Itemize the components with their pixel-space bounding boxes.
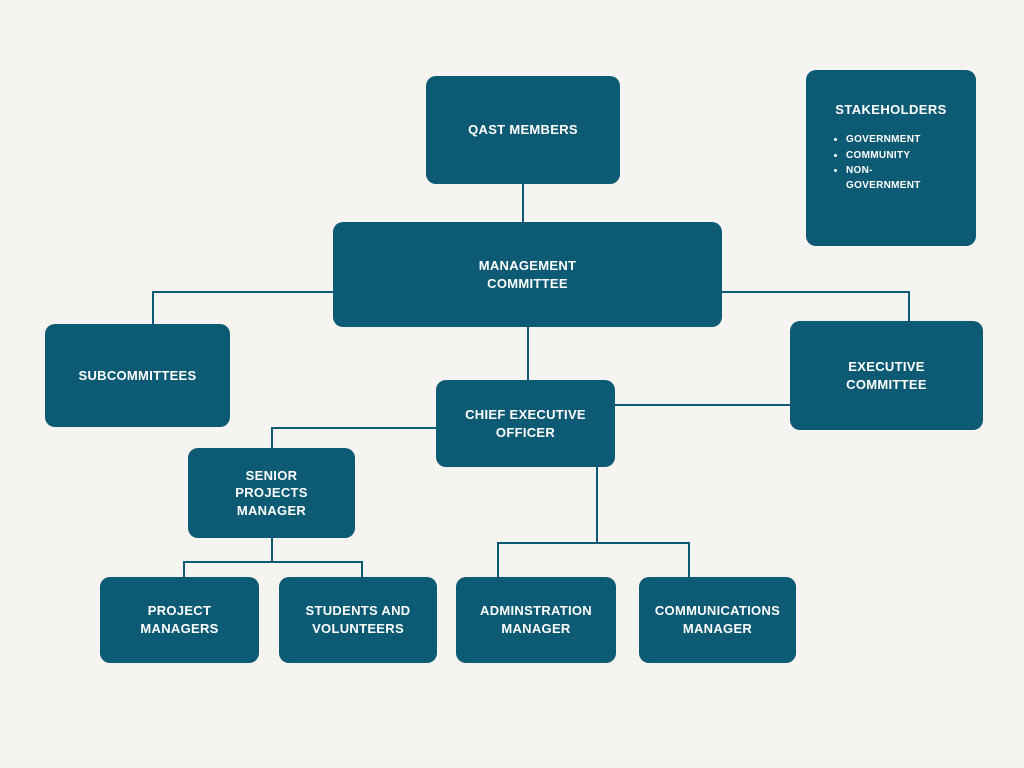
stakeholder-item: NON-GOVERNMENT bbox=[846, 164, 934, 193]
connector-management-right bbox=[722, 291, 910, 293]
node-label: PROJECT MANAGERS bbox=[140, 603, 219, 636]
node-label: EXECUTIVE COMMITTEE bbox=[846, 358, 927, 392]
connector-projectmanagers bbox=[183, 561, 185, 577]
node-label: SUBCOMMITTEES bbox=[78, 367, 197, 383]
node-label: SENIOR PROJECTS MANAGER bbox=[235, 467, 308, 518]
node-label: STUDENTS AND VOLUNTEERS bbox=[305, 603, 411, 636]
node-communications-manager: COMMUNICATIONS MANAGER bbox=[639, 577, 796, 663]
node-qast-members: QAST MEMBERS bbox=[426, 76, 620, 184]
connector-management-ceo bbox=[527, 327, 529, 380]
node-executive-committee: EXECUTIVE COMMITTEE bbox=[790, 321, 983, 430]
connector-management-left bbox=[152, 291, 333, 293]
stakeholders-panel: STAKEHOLDERS GOVERNMENT COMMUNITY NON-GO… bbox=[806, 70, 976, 246]
node-senior-projects-manager: SENIOR PROJECTS MANAGER bbox=[188, 448, 355, 538]
node-students-and-volunteers: STUDENTS AND VOLUNTEERS bbox=[279, 577, 437, 663]
connector-students bbox=[361, 561, 363, 577]
node-administration-manager: ADMINSTRATION MANAGER bbox=[456, 577, 616, 663]
node-label: MANAGEMENT COMMITTEE bbox=[478, 257, 577, 291]
node-label: CHIEF EXECUTIVE OFFICER bbox=[465, 406, 586, 440]
stakeholders-list: GOVERNMENT COMMUNITY NON-GOVERNMENT bbox=[820, 133, 942, 193]
connector-communications bbox=[688, 542, 690, 577]
node-project-managers: PROJECT MANAGERS bbox=[100, 577, 259, 663]
stakeholders-title: STAKEHOLDERS bbox=[835, 102, 947, 117]
connector-senior-children-h bbox=[183, 561, 363, 563]
connector-qast-management bbox=[522, 184, 524, 222]
connector-ceo-executive bbox=[615, 404, 790, 406]
node-chief-executive-officer: CHIEF EXECUTIVE OFFICER bbox=[436, 380, 615, 467]
connector-administration bbox=[497, 542, 499, 577]
connector-ceo-down bbox=[596, 467, 598, 543]
connector-ceo-senior-v bbox=[271, 427, 273, 448]
node-label: COMMUNICATIONS MANAGER bbox=[654, 603, 781, 636]
stakeholder-item: GOVERNMENT bbox=[846, 133, 934, 148]
connector-ceo-children-h bbox=[497, 542, 690, 544]
stakeholder-item: COMMUNITY bbox=[846, 149, 934, 164]
connector-management-executive bbox=[908, 291, 910, 321]
connector-senior-down bbox=[271, 538, 273, 562]
connector-management-subcommittees bbox=[152, 291, 154, 324]
node-subcommittees: SUBCOMMITTEES bbox=[45, 324, 230, 427]
connector-ceo-senior-h bbox=[271, 427, 436, 429]
node-label: QAST MEMBERS bbox=[468, 122, 578, 138]
node-management-committee: MANAGEMENT COMMITTEE bbox=[333, 222, 722, 327]
node-label: ADMINSTRATION MANAGER bbox=[480, 603, 592, 636]
